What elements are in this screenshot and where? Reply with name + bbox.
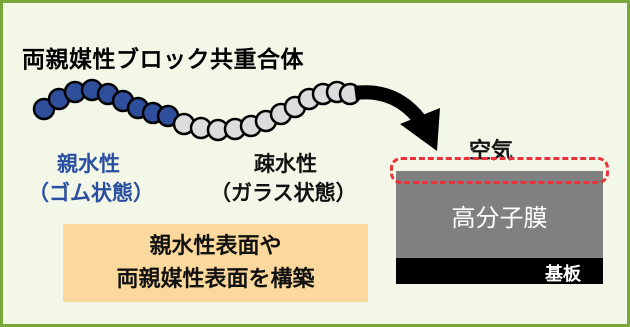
- result-line-1: 親水性表面や: [149, 234, 282, 259]
- film-label: 高分子膜: [451, 204, 548, 232]
- polymer-chain: [32, 78, 362, 142]
- hydrophobic-label: 疎水性: [254, 152, 317, 176]
- hydrophilic-state-label: （ゴム状態）: [28, 181, 154, 205]
- hydrophilic-label: 親水性: [57, 152, 120, 176]
- hydrophobic-state-label: （ガラス状態）: [210, 181, 357, 205]
- substrate-label: 基板: [545, 264, 581, 285]
- arrow-head: [400, 108, 440, 151]
- arrow-shaft: [354, 85, 426, 125]
- surface-highlight: [390, 157, 609, 184]
- result-box: 親水性表面や 両親媒性表面を構築: [63, 224, 368, 302]
- result-line-2: 両親媒性表面を構築: [116, 267, 315, 292]
- substrate: 基板: [396, 258, 603, 285]
- polymer-film: 高分子膜: [396, 171, 603, 258]
- figure-title: 両親媒性ブロック共重合体: [22, 47, 304, 73]
